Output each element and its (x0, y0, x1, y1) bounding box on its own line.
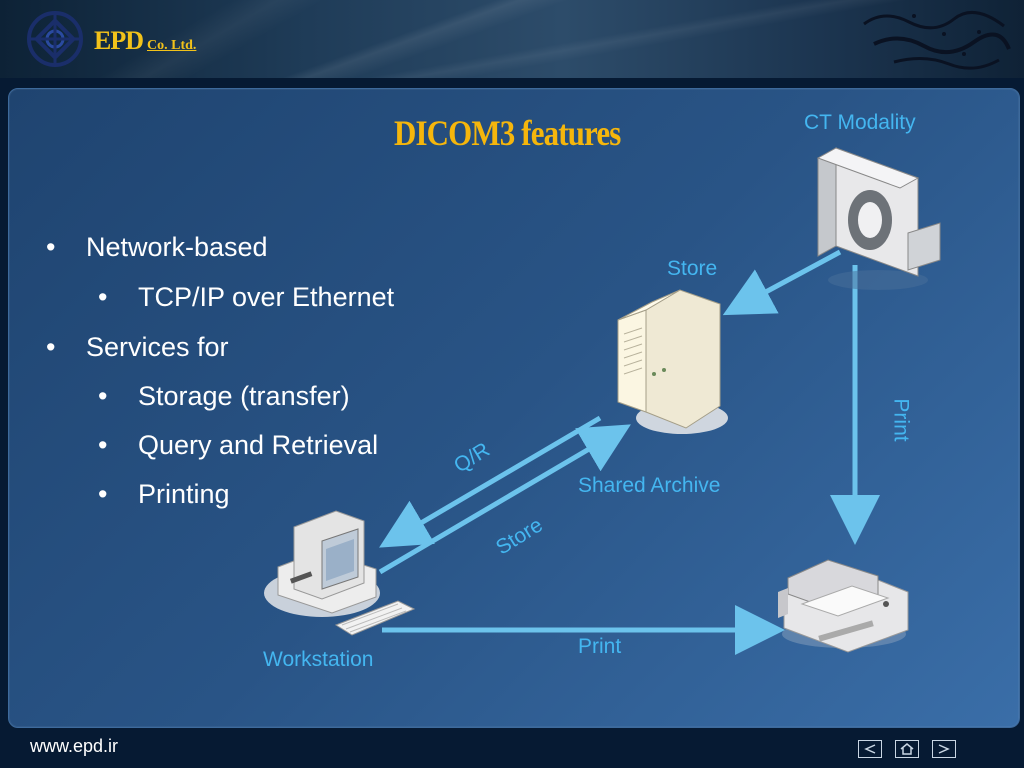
print-label-bottom: Print (578, 635, 622, 658)
slide-title: DICOM3 features (394, 113, 621, 153)
ct-scanner-icon (816, 147, 941, 290)
header-streaks (0, 0, 1024, 78)
workstation-icon (264, 510, 416, 636)
arrow-ct-to-archive (722, 249, 842, 316)
printer-icon (778, 559, 909, 653)
footer-url[interactable]: www.epd.ir (30, 736, 119, 756)
bullet-text: Network-based (86, 232, 268, 262)
archive-server-icon (617, 289, 728, 434)
shared-archive-label: Shared Archive (578, 474, 721, 497)
bullet-text: Query and Retrieval (138, 430, 379, 460)
bullet-text: Services for (86, 332, 229, 362)
home-slide-button[interactable] (895, 740, 919, 758)
prev-slide-button[interactable] (858, 740, 882, 758)
home-icon (900, 743, 914, 755)
flow-arrows (378, 249, 880, 655)
prev-icon (864, 744, 876, 754)
arrow-workstation-to-archive (378, 424, 631, 575)
bullet-text: TCP/IP over Ethernet (138, 282, 395, 312)
bullet-text: Printing (138, 479, 230, 509)
ct-modality-label: CT Modality (804, 111, 916, 134)
print-label-right: Print (889, 398, 913, 442)
calligraphy-logo (863, 10, 1011, 70)
epd-logo-icon (27, 11, 83, 67)
brand-suffix: Co. Ltd. (147, 38, 197, 53)
next-slide-button[interactable] (932, 740, 956, 758)
next-icon (938, 744, 950, 754)
arrow-archive-to-workstation (379, 415, 602, 548)
bullet-text: Storage (transfer) (138, 381, 350, 411)
workstation-label: Workstation (263, 648, 374, 671)
store-label-top: Store (667, 257, 718, 280)
brand-main: EPD (94, 26, 144, 55)
